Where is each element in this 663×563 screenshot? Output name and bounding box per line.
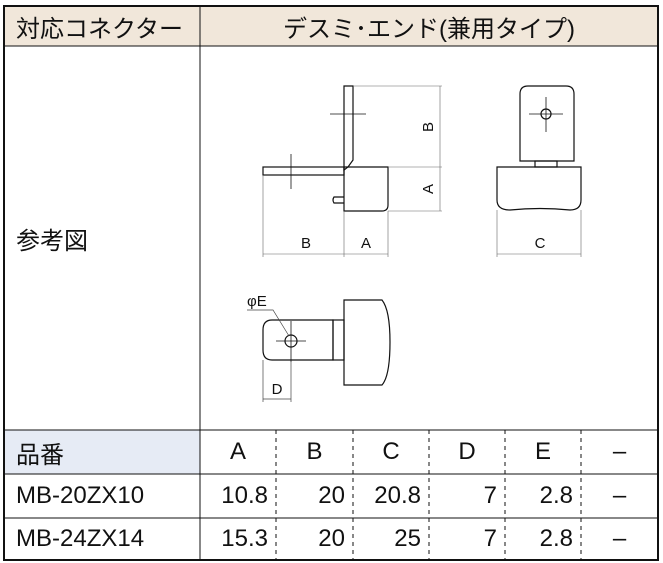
dim-phi-e-label: φE xyxy=(247,293,267,310)
column-header: A xyxy=(229,438,246,465)
table-cell: 15.3 xyxy=(221,525,268,552)
table-cell: 20 xyxy=(318,525,345,552)
dim-a-label: A xyxy=(361,235,371,252)
column-header: D xyxy=(458,438,476,465)
table-cell: 10.8 xyxy=(221,482,268,509)
dim-d-label: D xyxy=(272,381,283,398)
table-cell: 25 xyxy=(394,525,421,552)
table-cell: 7 xyxy=(483,482,497,509)
header-type: デスミ･エンド(兼用タイプ) xyxy=(200,6,658,46)
top-view xyxy=(247,299,391,402)
table-cell: 20 xyxy=(318,482,345,509)
dim-c-label: C xyxy=(535,235,546,252)
dim-b-vert-label: B xyxy=(420,122,437,132)
part-number: MB-24ZX14 xyxy=(16,525,145,552)
table-cell: – xyxy=(612,525,627,552)
column-header: C xyxy=(382,438,400,465)
column-header: E xyxy=(534,438,551,465)
figure-label: 参考図 xyxy=(16,227,88,255)
header-connector: 対応コネクター xyxy=(4,6,200,46)
side-view xyxy=(262,85,442,257)
table-cell: – xyxy=(612,482,627,509)
partno-header: 品番 xyxy=(4,430,200,474)
table-cell: 7 xyxy=(483,525,497,552)
front-view xyxy=(496,85,582,257)
part-number: MB-20ZX10 xyxy=(16,482,145,509)
column-header: – xyxy=(612,438,627,465)
dim-a-vert-label: A xyxy=(420,184,437,194)
column-header: B xyxy=(306,438,323,465)
table-cell: 2.8 xyxy=(539,482,573,509)
table-cell: 2.8 xyxy=(539,525,573,552)
dim-b-label: B xyxy=(301,235,311,252)
table-cell: 20.8 xyxy=(374,482,421,509)
